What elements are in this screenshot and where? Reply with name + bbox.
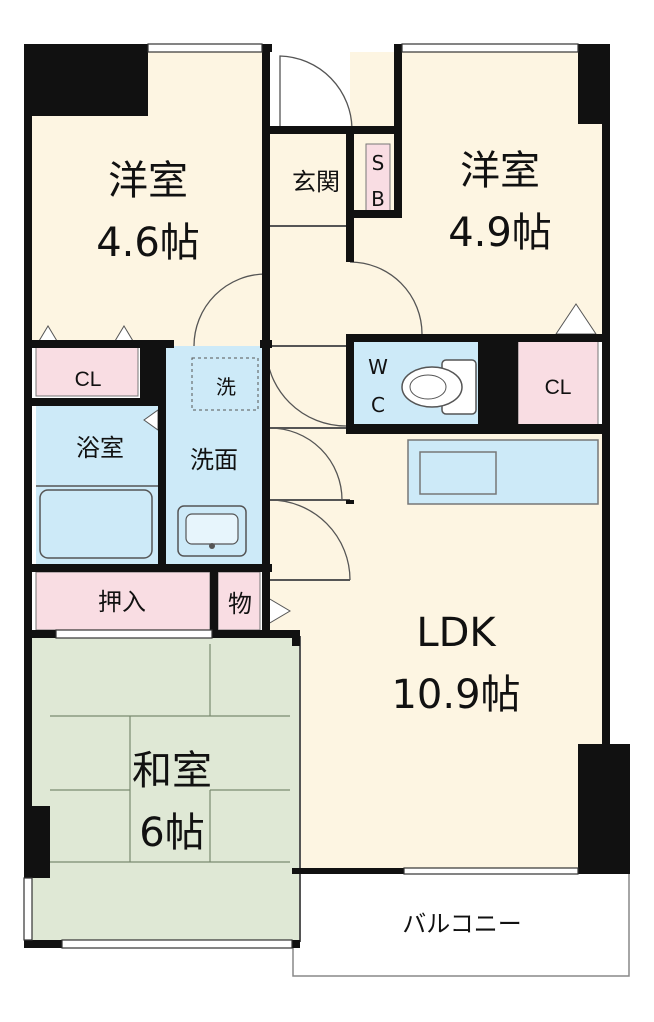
bathtub	[39, 489, 153, 559]
closet-left-label: CL	[75, 368, 102, 391]
closet-right-label: CL	[545, 376, 572, 399]
washer-space	[191, 357, 259, 411]
western-room-1-name: 洋室	[108, 158, 188, 204]
washroom-label: 洗面	[190, 446, 238, 474]
bath-label: 浴室	[76, 434, 124, 462]
washbasin-bowl	[185, 513, 239, 545]
balcony-label: バルコニー	[402, 910, 522, 938]
western-room-2-size: 4.9帖	[448, 210, 552, 256]
wc-label-w: W	[368, 355, 388, 379]
windows	[23, 43, 579, 949]
shoebox-label-s: S	[372, 151, 385, 175]
thin-walls	[266, 225, 350, 942]
western-room-2-floor	[350, 52, 604, 334]
oshiire-floor	[35, 571, 211, 631]
japanese-room-name: 和室	[132, 748, 212, 794]
wc-label-c: C	[371, 393, 385, 417]
western-room-2-name: 洋室	[460, 148, 540, 194]
balcony-area	[292, 869, 630, 977]
shoebox-floor	[365, 143, 391, 215]
closet-left-floor	[35, 345, 139, 397]
japanese-room-floor	[30, 636, 300, 942]
shoebox-label-b: B	[371, 187, 385, 211]
western-room-1-size: 4.6帖	[96, 220, 200, 266]
washer-label: 洗	[216, 375, 236, 399]
closet-right-floor	[517, 339, 599, 427]
oshiire-label: 押入	[98, 588, 146, 616]
ldk-size: 10.9帖	[391, 672, 520, 718]
tatami-lines	[50, 644, 290, 863]
toilet-icon	[401, 359, 477, 415]
sink	[419, 451, 497, 495]
storage-label: 物	[228, 590, 252, 618]
japanese-room-size: 6帖	[139, 810, 204, 856]
ldk-name: LDK	[416, 610, 497, 656]
entrance-label: 玄関	[292, 168, 340, 196]
storage-floor	[217, 571, 261, 631]
